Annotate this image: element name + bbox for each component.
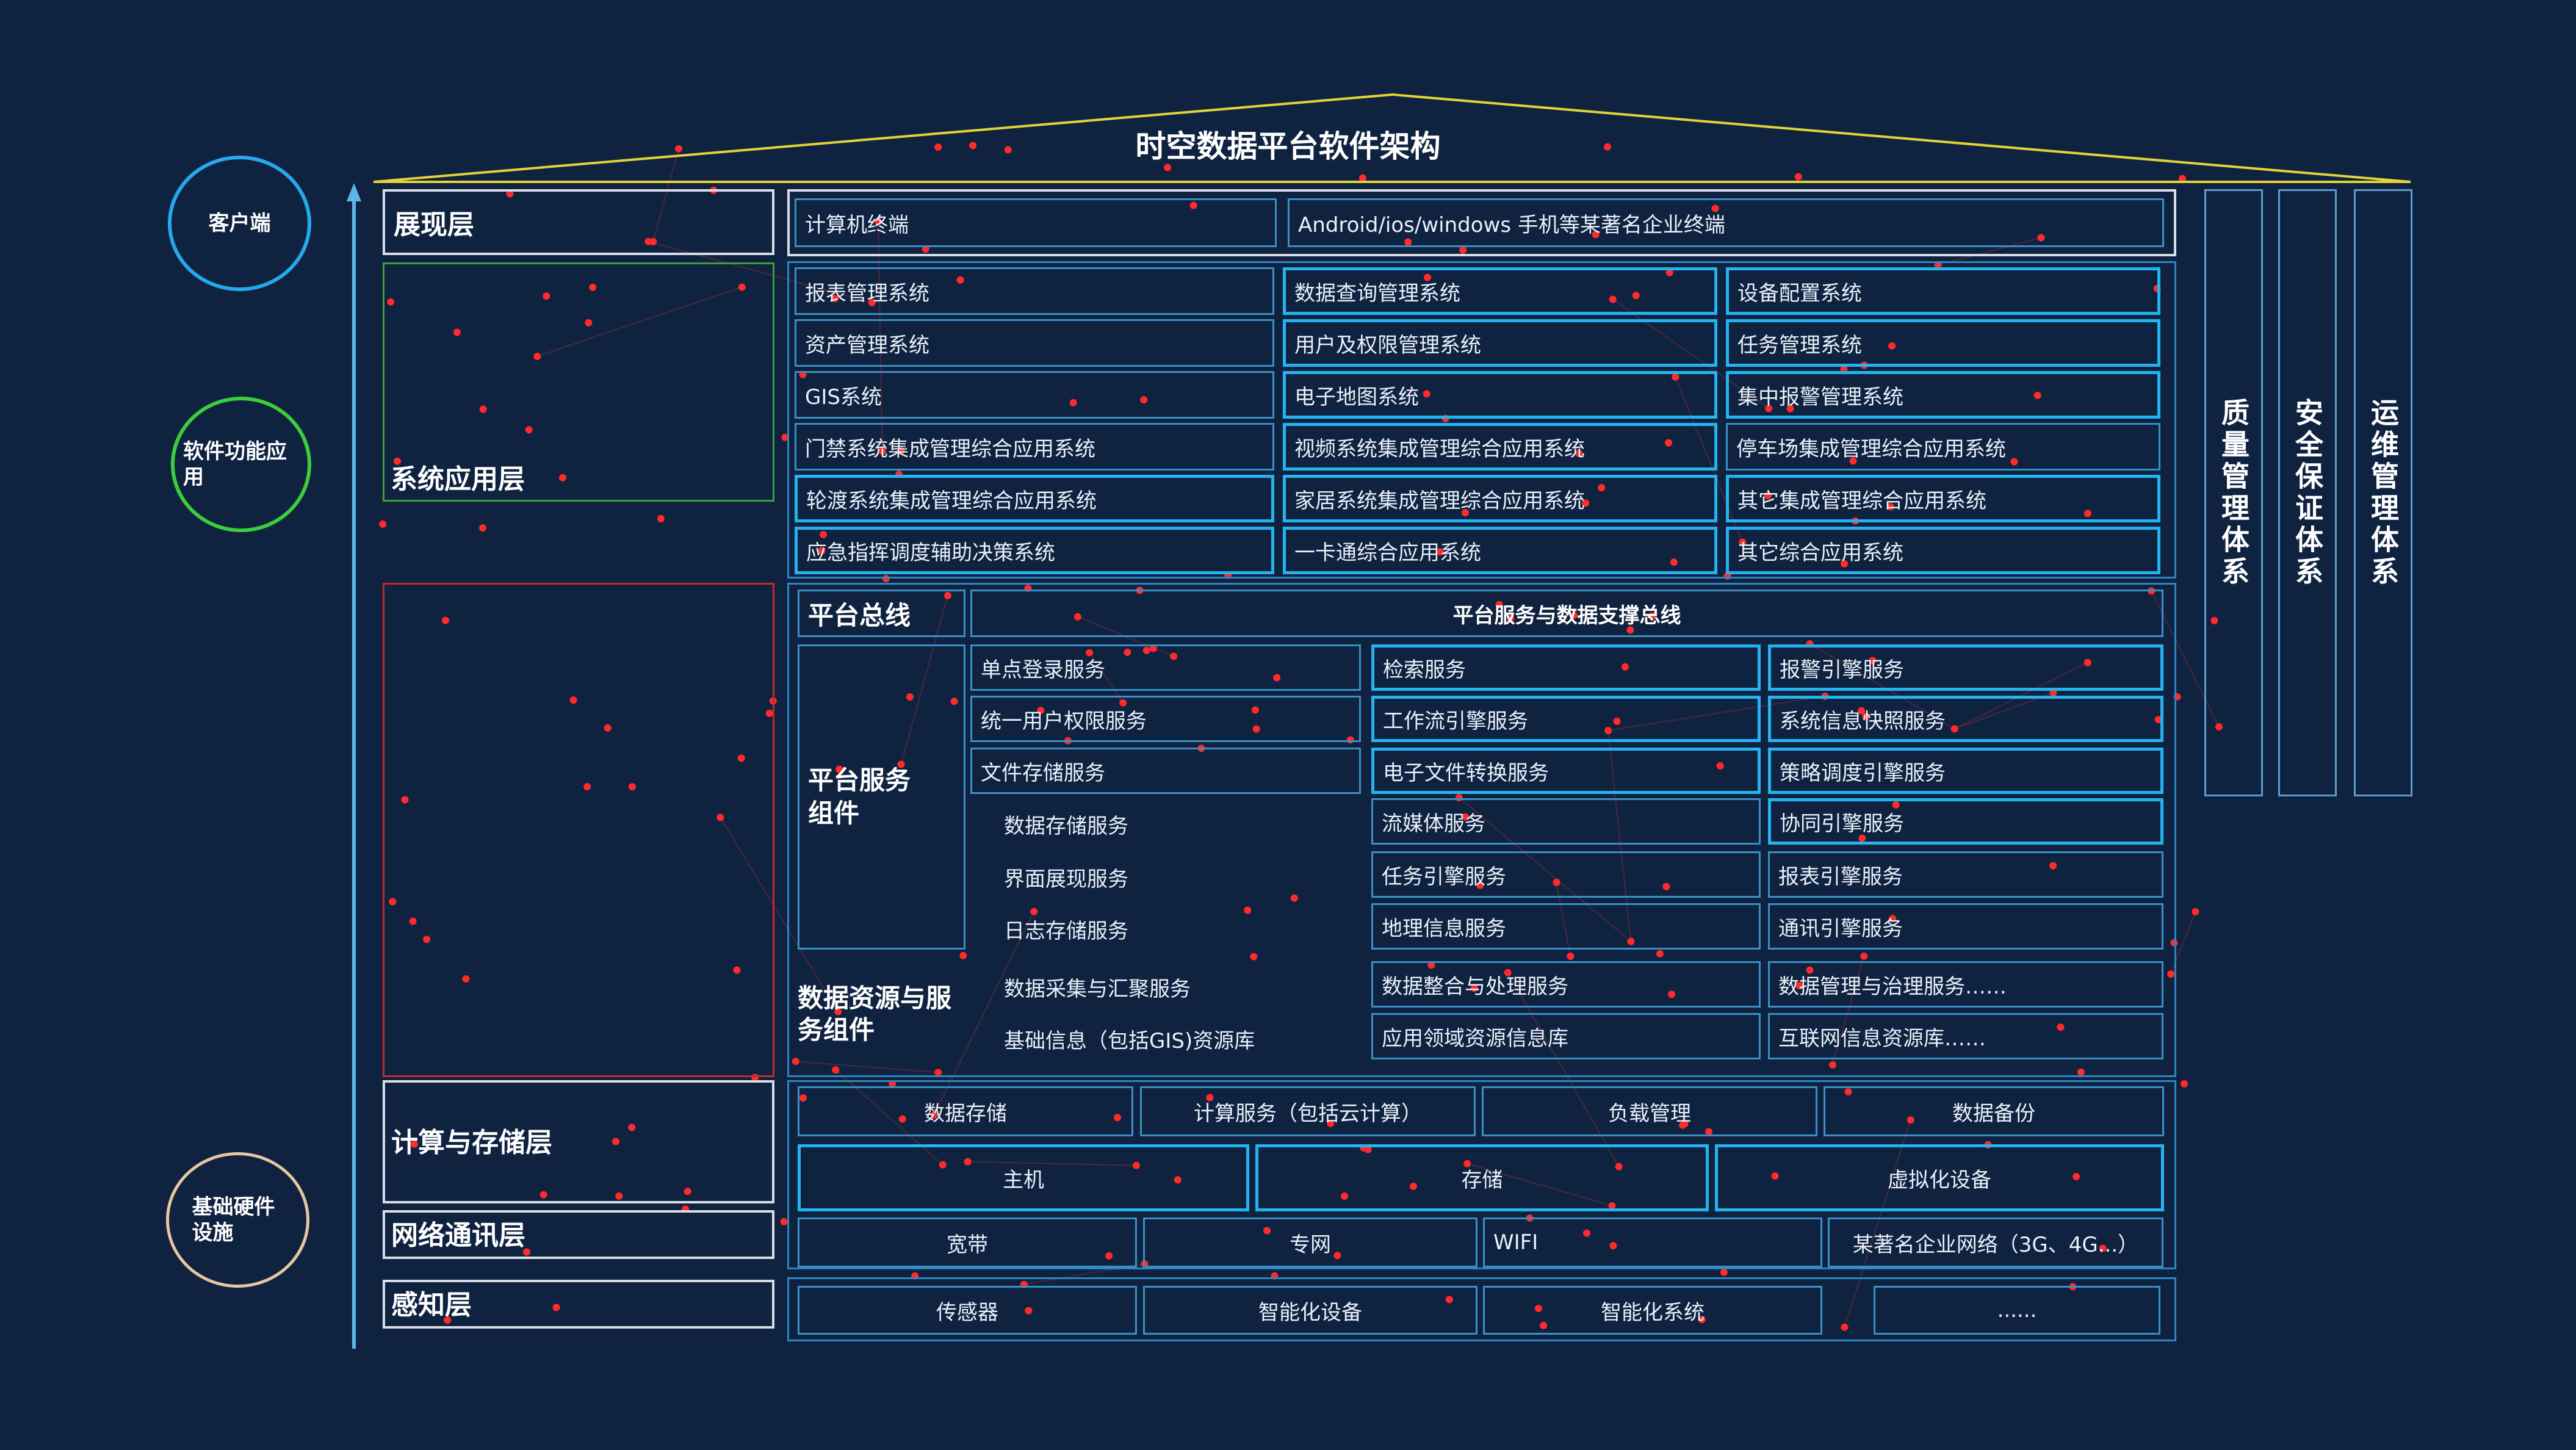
platform-cell-3-2: 系统信息快照服务 [1768, 696, 2163, 742]
platform-cell-2-1: 检索服务 [1371, 644, 1761, 691]
system-app-layer-label: 系统应用层 [383, 262, 774, 502]
network-cell-1: 宽带 [798, 1217, 1137, 1268]
platform-cell-1-1: 单点登录服务 [970, 644, 1361, 691]
platform-cell-3-1: 报警引擎服务 [1768, 644, 2163, 691]
compute-cell-1: 数据存储 [798, 1086, 1133, 1136]
app-cell-2-6: 一卡通综合应用系统 [1283, 527, 1717, 574]
compute-cell-2: 计算服务（包括云计算） [1140, 1086, 1476, 1136]
client-circle: 客户端 [168, 156, 311, 291]
quality-management-column: 质量管理体系 [2204, 189, 2263, 796]
compute-frame [787, 1080, 2176, 1269]
perception-layer-label: 感知层 [383, 1280, 774, 1329]
compute-storage-layer-text: 计算与存储层 [391, 1127, 552, 1158]
mobile-terminal-cell: Android/ios/windows 手机等某著名企业终端 [1288, 198, 2164, 247]
platform-cell-3-4: 协同引擎服务 [1768, 798, 2163, 845]
app-cell-1-2: 资产管理系统 [795, 319, 1274, 367]
network-cell-3: WIFI [1483, 1217, 1822, 1268]
platform-cell-3-5: 报表引擎服务 [1768, 851, 2163, 898]
network-cell-2: 专网 [1143, 1217, 1477, 1268]
platform-cell-3-3: 策略调度引擎服务 [1768, 748, 2163, 794]
platform-cell-3-8: 互联网信息资源库…… [1768, 1013, 2163, 1059]
software-circle: 软件功能应用 [171, 397, 311, 532]
app-cell-2-5: 家居系统集成管理综合应用系统 [1283, 475, 1717, 522]
network-cell-4: 某著名企业网络（3G、4G...） [1828, 1217, 2163, 1268]
platform-bus-bar: 平台服务与数据支撑总线 [970, 590, 2163, 637]
platform-cell-2-7: 数据整合与处理服务 [1371, 961, 1761, 1008]
app-cell-1-6: 应急指挥调度辅助决策系统 [795, 527, 1274, 574]
platform-cell-2-8: 应用领域资源信息库 [1371, 1013, 1761, 1059]
compute-cell-4: 数据备份 [1824, 1086, 2164, 1136]
diagram-title: 时空数据平台软件架构 [1135, 129, 1441, 164]
compute-storage-layer-label: 计算与存储层 [383, 1080, 774, 1203]
platform-cell-2-5: 任务引擎服务 [1371, 851, 1761, 898]
app-cell-3-5: 其它集成管理综合应用系统 [1726, 475, 2160, 522]
perception-layer-text: 感知层 [391, 1289, 472, 1321]
computer-terminal-cell: 计算机终端 [795, 198, 1277, 247]
app-cell-3-1: 设备配置系统 [1726, 267, 2160, 315]
platform-service-text-6: 日志存储服务 [1004, 919, 1128, 943]
app-cell-2-3: 电子地图系统 [1283, 371, 1717, 419]
platform-cell-2-6: 地理信息服务 [1371, 903, 1761, 950]
platform-service-label: 平台服务组件 [798, 644, 965, 950]
hardware-cell-1: 主机 [798, 1144, 1249, 1211]
data-resource-label: 数据资源与服务组件 [798, 983, 952, 1045]
operations-management-column: 运维管理体系 [2354, 189, 2412, 796]
hardware-circle: 基础硬件设施 [166, 1152, 309, 1288]
app-cell-2-1: 数据查询管理系统 [1283, 267, 1717, 315]
app-cell-3-2: 任务管理系统 [1726, 319, 2160, 367]
app-cell-1-1: 报表管理系统 [795, 267, 1274, 315]
platform-frame [787, 583, 2176, 1077]
platform-bus-label: 平台总线 [798, 590, 965, 637]
platform-layer-box [383, 583, 774, 1077]
perception-frame [787, 1277, 2176, 1341]
platform-cell-3-7: 数据管理与治理服务…… [1768, 961, 2163, 1008]
hardware-cell-2: 存储 [1255, 1144, 1709, 1211]
perception-cell-4: ...... [1874, 1286, 2160, 1335]
client-circle-label: 客户端 [208, 211, 271, 236]
presentation-frame [787, 189, 2176, 256]
presentation-layer-text: 展现层 [394, 209, 474, 240]
network-layer-label: 网络通讯层 [383, 1210, 774, 1259]
platform-cell-2-2: 工作流引擎服务 [1371, 696, 1761, 742]
app-cell-3-4: 停车场集成管理综合应用系统 [1726, 423, 2160, 471]
app-cell-2-2: 用户及权限管理系统 [1283, 319, 1717, 367]
platform-cell-1-2: 统一用户权限服务 [970, 696, 1361, 742]
perception-cell-2: 智能化设备 [1143, 1286, 1477, 1335]
app-cell-1-4: 门禁系统集成管理综合应用系统 [795, 423, 1274, 471]
platform-cell-1-3: 文件存储服务 [970, 748, 1361, 794]
security-assurance-column: 安全保证体系 [2278, 189, 2337, 796]
app-layer-frame [787, 261, 2176, 579]
platform-service-text-5: 界面展现服务 [1004, 867, 1128, 892]
hardware-circle-label: 基础硬件设施 [192, 1195, 275, 1245]
perception-cell-1: 传感器 [798, 1286, 1137, 1335]
software-circle-label: 软件功能应用 [183, 439, 287, 489]
network-layer-text: 网络通讯层 [391, 1220, 525, 1251]
perception-cell-3: 智能化系统 [1483, 1286, 1822, 1335]
platform-service-text-4: 数据存储服务 [1004, 814, 1128, 839]
platform-cell-3-6: 通讯引擎服务 [1768, 903, 2163, 950]
hardware-cell-3: 虚拟化设备 [1715, 1144, 2164, 1211]
app-cell-1-5: 轮渡系统集成管理综合应用系统 [795, 475, 1274, 522]
system-app-layer-text: 系统应用层 [391, 464, 525, 495]
app-cell-3-6: 其它综合应用系统 [1726, 527, 2160, 574]
app-cell-1-3: GIS系统 [795, 371, 1274, 419]
platform-cell-2-4: 流媒体服务 [1371, 798, 1761, 845]
platform-service-text-8: 基础信息（包括GIS)资源库 [1004, 1029, 1255, 1053]
platform-service-text-7: 数据采集与汇聚服务 [1004, 977, 1191, 1001]
presentation-layer-label: 展现层 [383, 189, 774, 255]
compute-cell-3: 负载管理 [1482, 1086, 1817, 1136]
platform-cell-2-3: 电子文件转换服务 [1371, 748, 1761, 794]
app-cell-2-4: 视频系统集成管理综合应用系统 [1283, 423, 1717, 471]
app-cell-3-3: 集中报警管理系统 [1726, 371, 2160, 419]
